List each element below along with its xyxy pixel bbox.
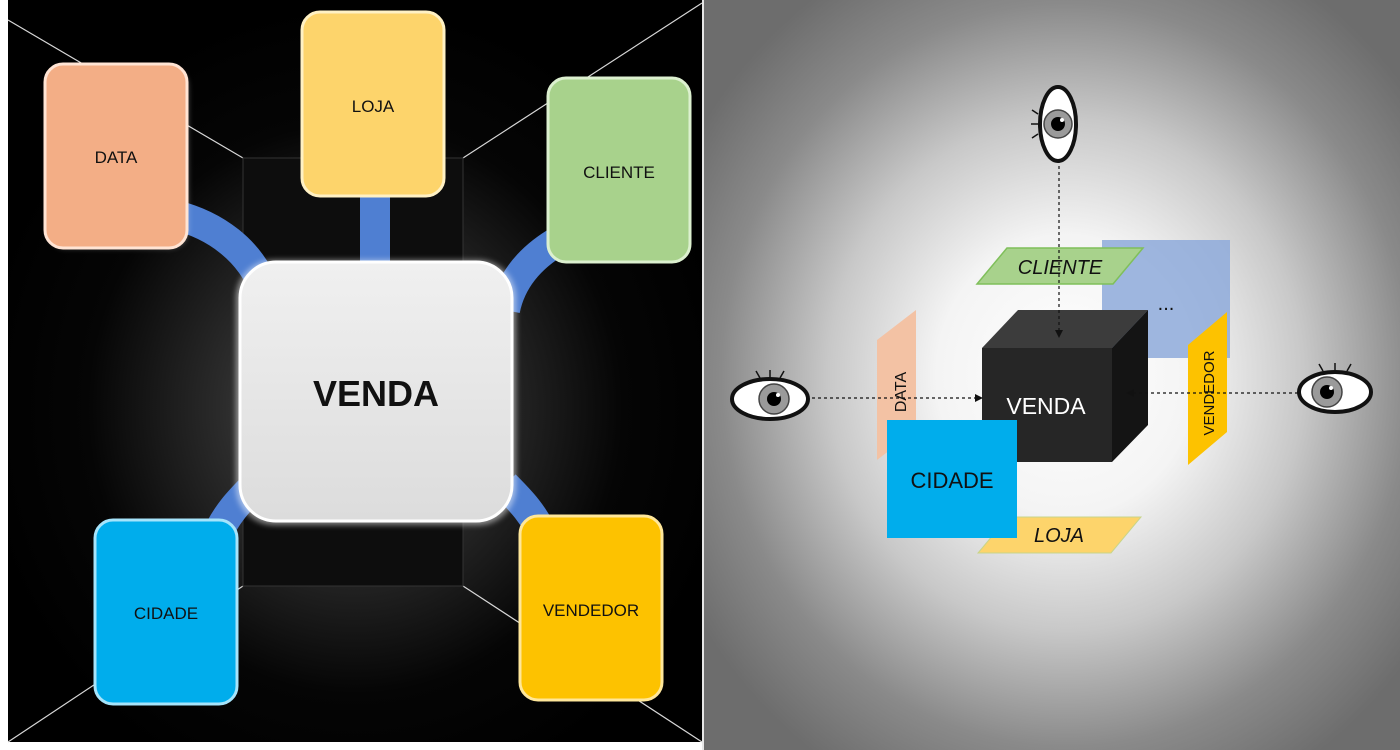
vendedor-label: VENDEDOR xyxy=(543,601,639,620)
cliente-box-fill xyxy=(546,76,692,264)
right-panel: ... CLIENTE DATA VENDA VENDEDOR LOJA xyxy=(704,0,1400,750)
vendedor-face-label: VENDEDOR xyxy=(1201,350,1218,435)
cube-side xyxy=(1112,310,1148,462)
cliente-face-fill xyxy=(975,247,1145,285)
cidade-face: CIDADE xyxy=(887,420,1017,538)
cidade-label: CIDADE xyxy=(134,604,198,623)
dimension-box-cliente: CLIENTE xyxy=(546,76,692,264)
cliente-face: CLIENTE xyxy=(975,247,1145,285)
loja-box-fill xyxy=(300,10,446,198)
vendedor-face-fill xyxy=(1188,312,1227,465)
loja-face: LOJA xyxy=(976,516,1143,554)
loja-face-label: LOJA xyxy=(1034,525,1084,547)
right-eye-icon xyxy=(1297,363,1373,414)
venda-label: VENDA xyxy=(313,373,439,414)
view-arrows xyxy=(812,160,1298,399)
venda-box-fill xyxy=(238,260,514,523)
vendedor-box-fill xyxy=(518,514,664,702)
left-panel: DATA LOJA CLIENTE CIDADE VENDEDOR VENDA xyxy=(7,0,703,743)
cube-top xyxy=(982,310,1148,348)
more-label: ... xyxy=(1158,293,1175,315)
dimension-box-data: DATA xyxy=(43,62,189,250)
cidade-face-label: CIDADE xyxy=(910,468,993,493)
left-eye-icon xyxy=(730,370,810,421)
cube-label: VENDA xyxy=(1006,393,1086,419)
vendedor-face: VENDEDOR xyxy=(1188,312,1227,465)
arrow-heads xyxy=(975,330,1134,402)
fact-box-venda: VENDA xyxy=(236,260,516,525)
venda-cube: VENDA xyxy=(982,310,1148,462)
data-label: DATA xyxy=(95,148,138,167)
dimension-box-cidade: CIDADE xyxy=(93,518,239,706)
top-eye-icon xyxy=(1031,85,1078,163)
loja-face-fill xyxy=(976,516,1143,554)
data-face-label: DATA xyxy=(893,372,910,413)
dimension-box-vendedor: VENDEDOR xyxy=(518,514,664,702)
dimension-box-loja: LOJA xyxy=(300,10,446,198)
cidade-face-fill xyxy=(887,420,1017,538)
cliente-face-label: CLIENTE xyxy=(1018,257,1103,279)
cliente-label: CLIENTE xyxy=(583,163,655,182)
cidade-box-fill xyxy=(93,518,239,706)
loja-label: LOJA xyxy=(352,97,395,116)
data-box-fill xyxy=(43,62,189,250)
